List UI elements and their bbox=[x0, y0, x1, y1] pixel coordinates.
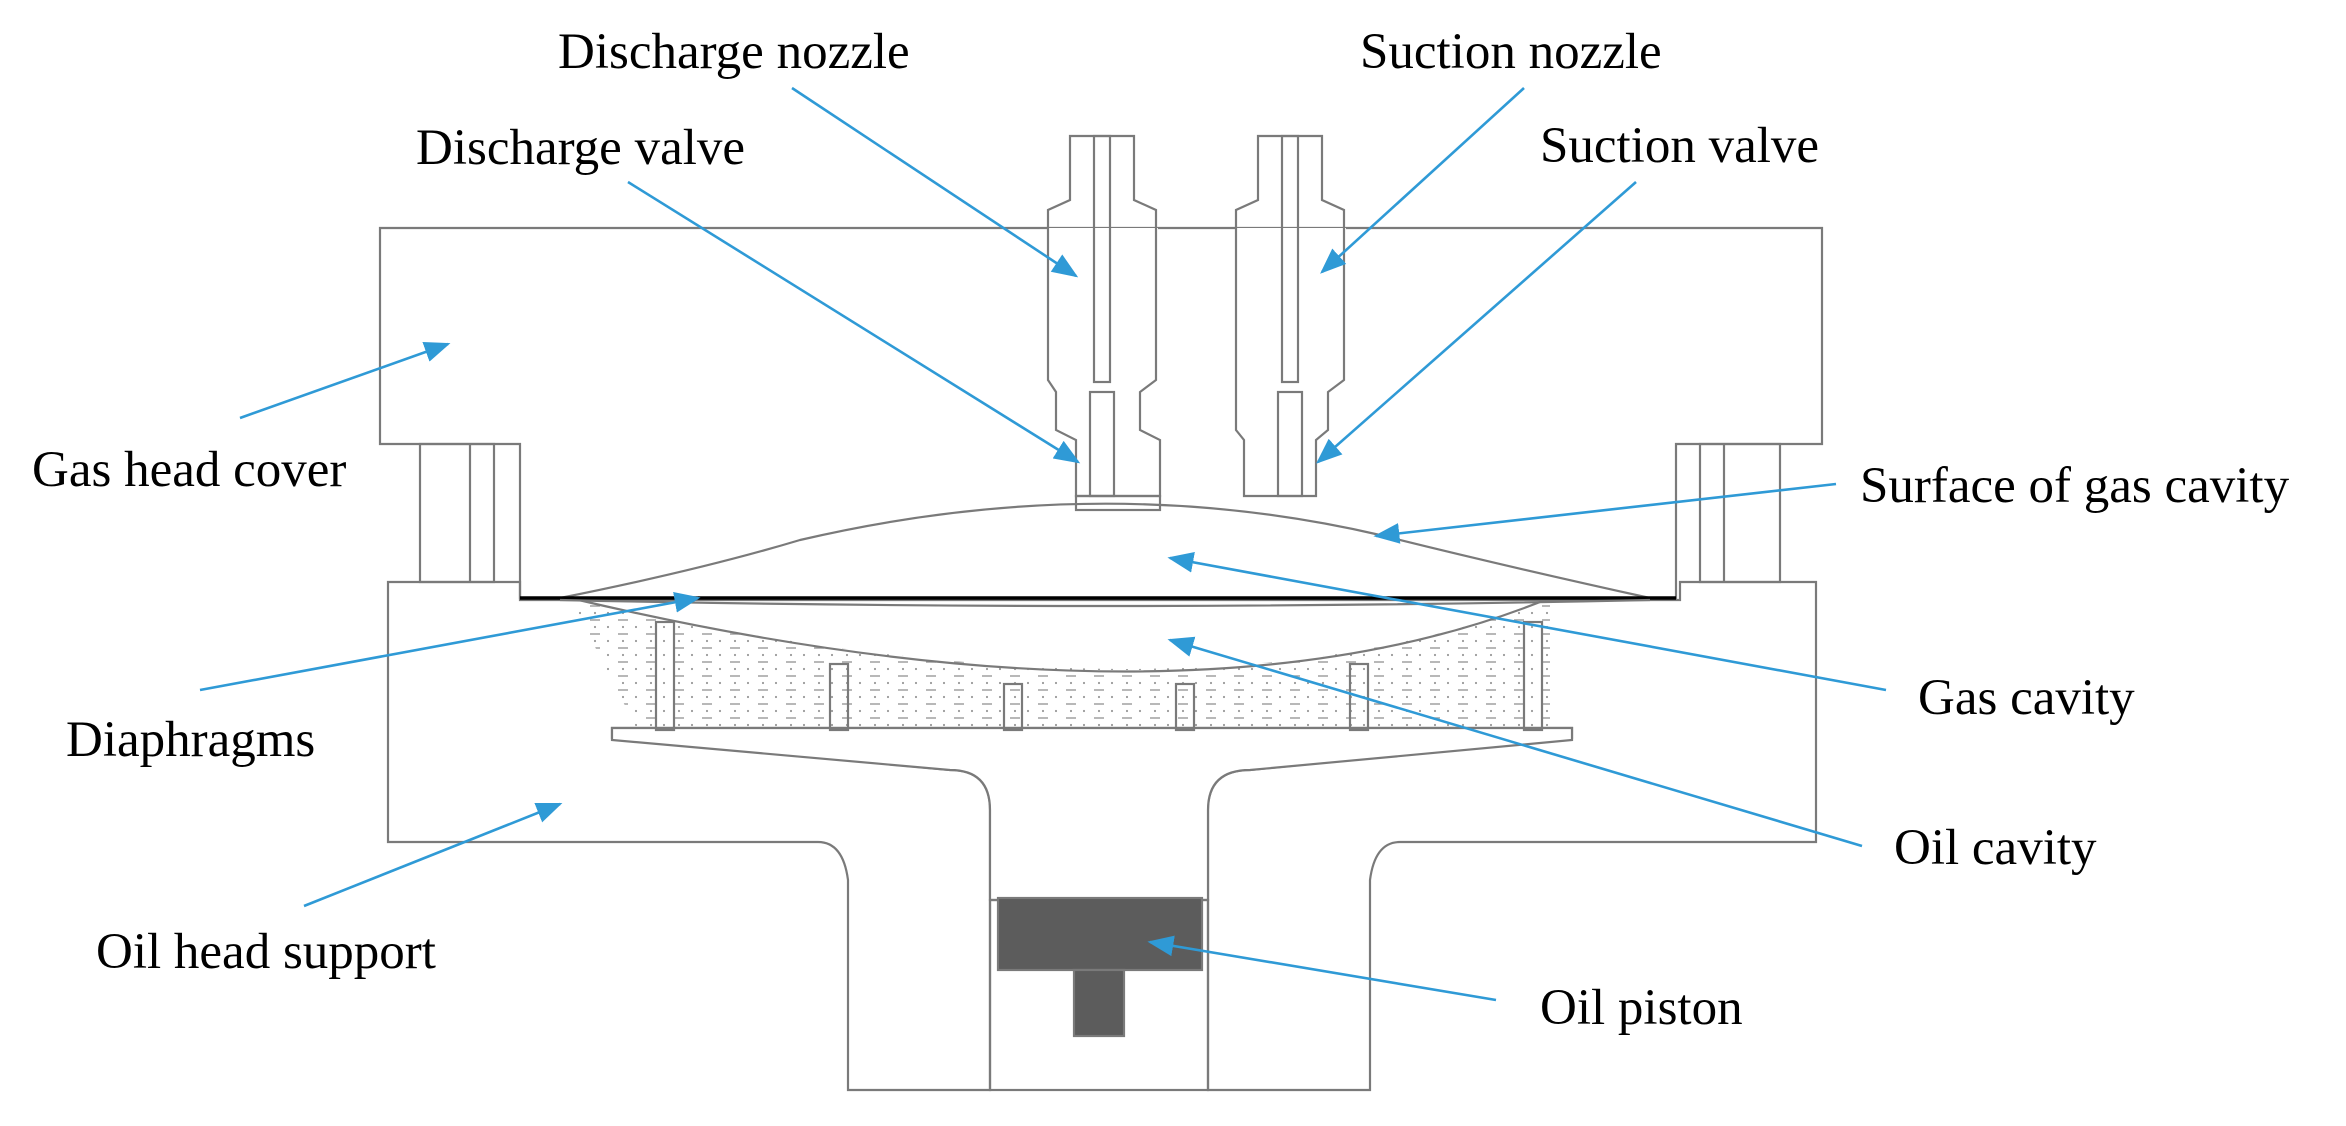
leader-discharge-nozzle bbox=[791, 86, 1079, 278]
leader-gas-head-cover bbox=[239, 342, 451, 420]
label-suction-valve: Suction valve bbox=[1540, 118, 1819, 174]
gas-cavity-region bbox=[560, 503, 1650, 598]
label-discharge-nozzle: Discharge nozzle bbox=[558, 24, 910, 80]
leader-suction-valve bbox=[1316, 181, 1637, 464]
oil-cavity-curve bbox=[569, 596, 1551, 673]
suction-nozzle-assembly bbox=[1234, 134, 1346, 498]
oil-channel-region bbox=[612, 728, 1572, 900]
leader-oil-piston bbox=[1147, 935, 1497, 1002]
leader-oil-head-support bbox=[303, 802, 563, 908]
oil-piston-rod bbox=[1072, 968, 1126, 1038]
label-oil-head-support: Oil head support bbox=[96, 924, 436, 980]
label-oil-cavity: Oil cavity bbox=[1894, 820, 2097, 876]
diaphragm-lower-wedge bbox=[559, 598, 1651, 608]
support-posts bbox=[654, 620, 1544, 732]
label-oil-piston: Oil piston bbox=[1540, 980, 1743, 1036]
leader-surface-gas-cavity bbox=[1373, 482, 1837, 544]
leader-gas-cavity bbox=[1167, 552, 1887, 692]
leader-suction-nozzle bbox=[1320, 87, 1525, 274]
leader-lines bbox=[199, 86, 1887, 1002]
leader-diaphragms bbox=[199, 592, 701, 692]
label-gas-cavity: Gas cavity bbox=[1918, 670, 2135, 726]
oil-piston-head bbox=[996, 896, 1204, 972]
label-surface-of-gas-cavity: Surface of gas cavity bbox=[1860, 458, 2290, 514]
label-gas-head-cover: Gas head cover bbox=[32, 442, 346, 498]
leader-discharge-valve bbox=[627, 180, 1081, 464]
label-diaphragms: Diaphragms bbox=[66, 712, 315, 768]
label-suction-nozzle: Suction nozzle bbox=[1360, 24, 1662, 80]
label-discharge-valve: Discharge valve bbox=[416, 120, 745, 176]
surface-of-gas-cavity bbox=[559, 502, 1651, 600]
side-columns bbox=[418, 442, 1782, 584]
leader-oil-cavity bbox=[1167, 636, 1863, 848]
